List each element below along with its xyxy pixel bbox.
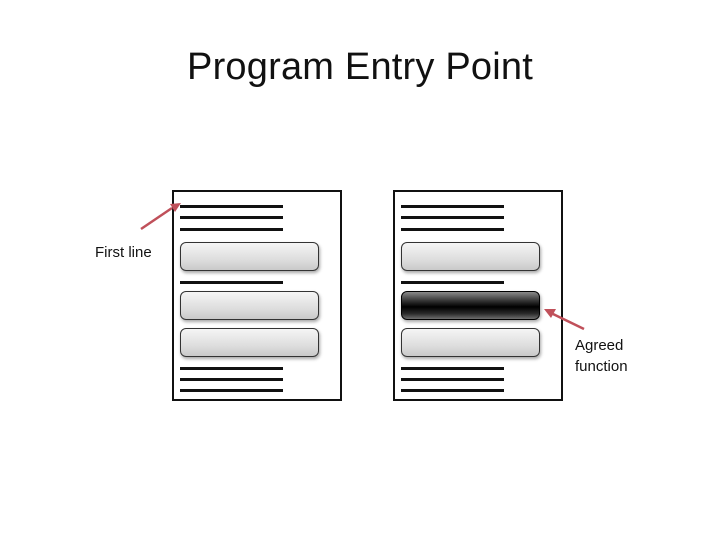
- program-document-right: [393, 190, 563, 401]
- code-line: [180, 281, 283, 284]
- code-line: [401, 378, 504, 381]
- code-line: [180, 378, 283, 381]
- slide-title: Program Entry Point: [187, 46, 533, 88]
- code-line: [401, 281, 504, 284]
- first-line-arrow-icon: [140, 203, 181, 231]
- code-line: [401, 205, 504, 208]
- agreed-function-block: [401, 291, 540, 320]
- function-block: [401, 328, 540, 357]
- code-line: [401, 389, 504, 392]
- function-block: [180, 242, 319, 271]
- agreed-function-arrow-icon: [544, 309, 585, 331]
- code-line: [401, 216, 504, 219]
- first-line-label: First line: [95, 244, 152, 261]
- function-block: [180, 291, 319, 320]
- function-block: [401, 242, 540, 271]
- code-line: [180, 367, 283, 370]
- code-line: [180, 228, 283, 231]
- program-document-left: [172, 190, 342, 401]
- agreed-function-label: Agreed function: [575, 335, 665, 377]
- code-line: [180, 389, 283, 392]
- code-line: [180, 216, 283, 219]
- function-block: [180, 328, 319, 357]
- agreed-function-label-line2: function: [575, 358, 628, 375]
- code-line: [401, 228, 504, 231]
- agreed-function-label-line1: Agreed: [575, 337, 624, 354]
- code-line: [180, 205, 283, 208]
- code-line: [401, 367, 504, 370]
